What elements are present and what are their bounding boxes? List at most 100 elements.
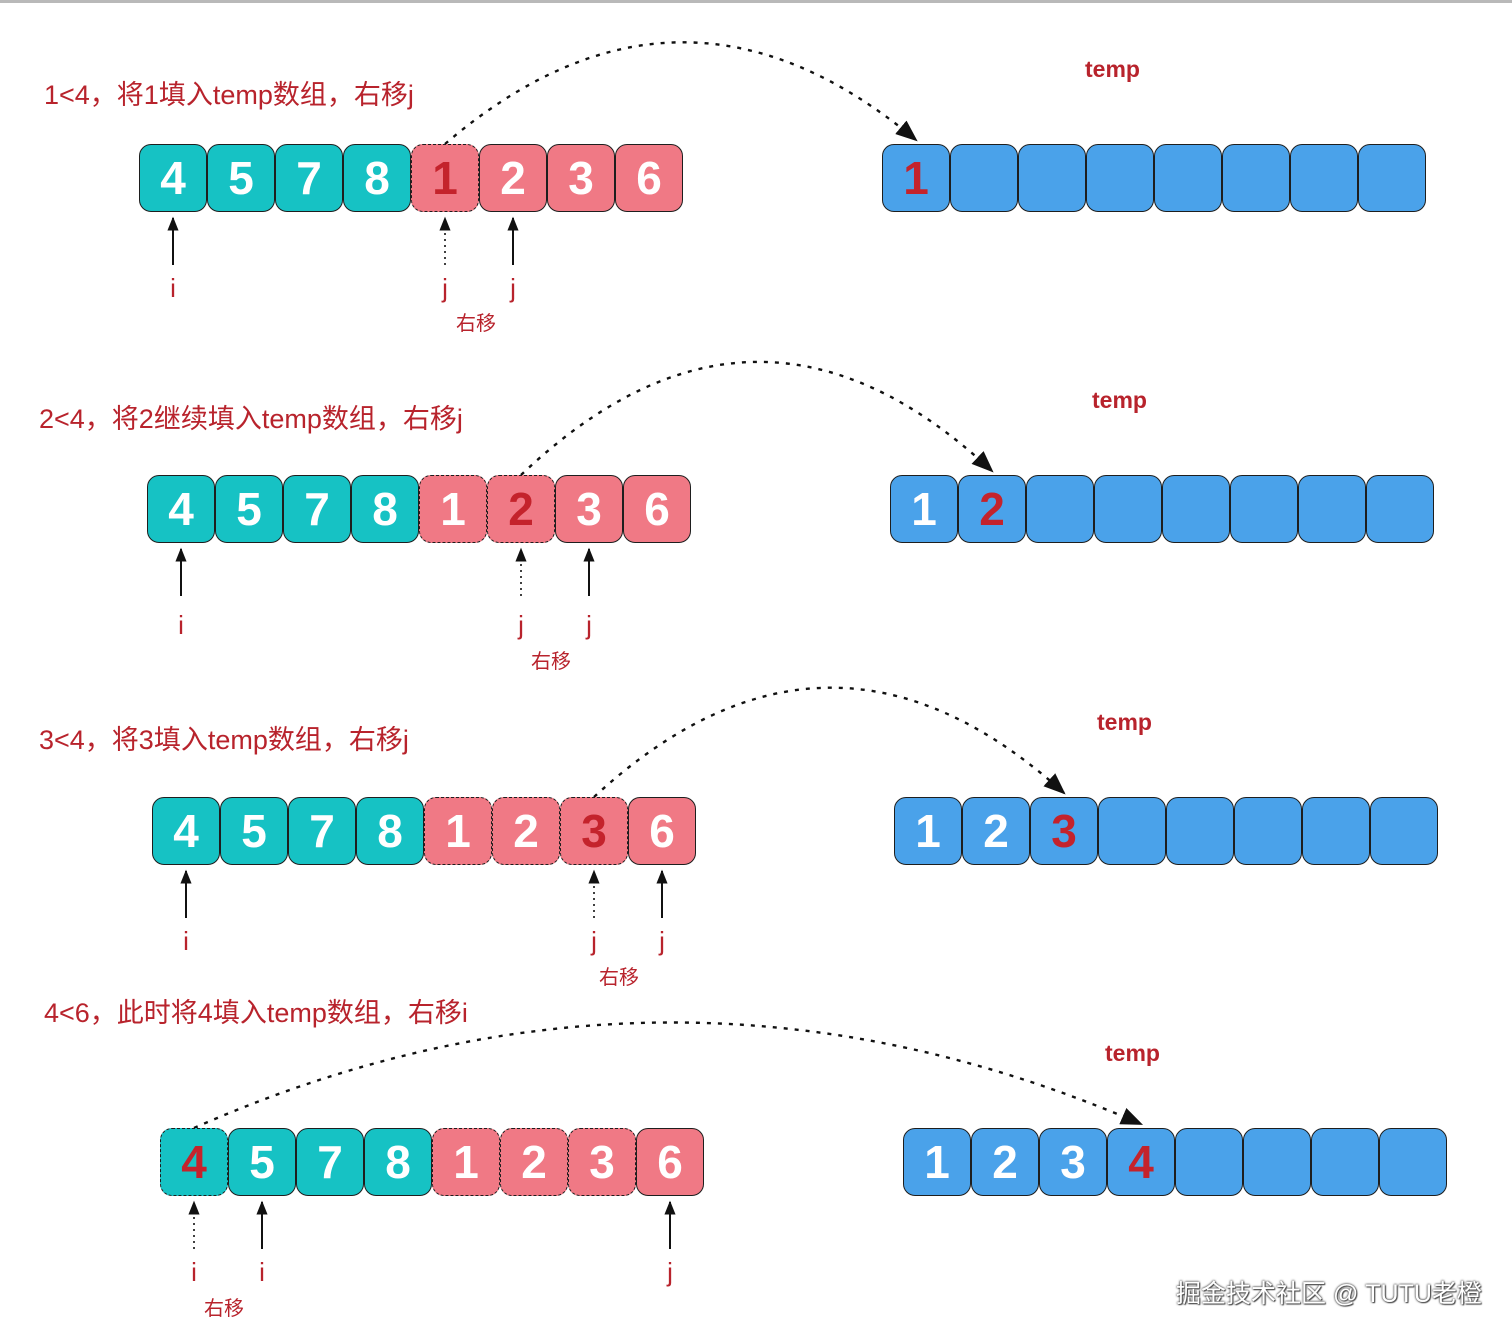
temp-cell: [1175, 1128, 1243, 1196]
array-cell: 5: [207, 144, 275, 212]
array-cell: 2: [487, 475, 555, 543]
temp-cell: [1234, 797, 1302, 865]
array-cell: 4: [147, 475, 215, 543]
shift-note: 右移: [599, 967, 639, 989]
temp-cell: [1358, 144, 1426, 212]
pointer-label-i: i: [178, 610, 184, 640]
step-caption: 2<4，将2继续填入temp数组，右移j: [39, 404, 463, 434]
watermark: 掘金技术社区 @ TUTU老橙: [1176, 1280, 1482, 1308]
temp-array: 1: [882, 144, 1426, 212]
pointer-label-j: j: [591, 926, 597, 956]
pointer-label-j: j: [667, 1257, 673, 1287]
array-cell: 6: [636, 1128, 704, 1196]
pointer-label-j: j: [586, 610, 592, 640]
array-cell: 3: [560, 797, 628, 865]
temp-cell: [1222, 144, 1290, 212]
temp-cell: [950, 144, 1018, 212]
array-cell: 7: [296, 1128, 364, 1196]
array-cell: 6: [628, 797, 696, 865]
array-cell: 1: [419, 475, 487, 543]
temp-cell: [1162, 475, 1230, 543]
array-cell: 2: [479, 144, 547, 212]
array-cell: 7: [283, 475, 351, 543]
temp-cell: 4: [1107, 1128, 1175, 1196]
pointer-label-j: j: [442, 273, 448, 303]
temp-cell: 1: [890, 475, 958, 543]
array-cell: 8: [351, 475, 419, 543]
array-cell: 5: [228, 1128, 296, 1196]
transfer-arrow: [593, 686, 1066, 798]
array-cell: 2: [500, 1128, 568, 1196]
step-caption: 4<6，此时将4填入temp数组，右移i: [44, 998, 468, 1028]
step-caption: 1<4，将1填入temp数组，右移j: [44, 80, 414, 110]
temp-cell: [1290, 144, 1358, 212]
temp-label: temp: [1085, 56, 1140, 82]
transfer-arrow: [193, 1021, 1144, 1130]
array-cell: 1: [411, 144, 479, 212]
array-cell: 4: [152, 797, 220, 865]
temp-cell: [1086, 144, 1154, 212]
array-cell: 7: [275, 144, 343, 212]
pointer-label-j: j: [659, 926, 665, 956]
pointer-label-i: i: [170, 273, 176, 303]
temp-cell: [1243, 1128, 1311, 1196]
temp-cell: [1366, 475, 1434, 543]
transfer-arrow: [520, 360, 994, 476]
array-cell: 8: [364, 1128, 432, 1196]
temp-cell: [1094, 475, 1162, 543]
temp-cell: 2: [962, 797, 1030, 865]
shift-note: 右移: [531, 651, 571, 673]
temp-cell: [1370, 797, 1438, 865]
temp-cell: 2: [971, 1128, 1039, 1196]
temp-cell: 3: [1039, 1128, 1107, 1196]
array-cell: 8: [343, 144, 411, 212]
array-cell: 6: [615, 144, 683, 212]
temp-cell: [1098, 797, 1166, 865]
temp-cell: [1154, 144, 1222, 212]
pointer-label-i: i: [191, 1257, 197, 1287]
temp-cell: [1302, 797, 1370, 865]
temp-label: temp: [1097, 709, 1152, 735]
temp-cell: [1018, 144, 1086, 212]
pointer-label-i: i: [259, 1257, 265, 1287]
shift-note: 右移: [456, 313, 496, 335]
temp-label: temp: [1092, 387, 1147, 413]
array-cell: 5: [215, 475, 283, 543]
array-cell: 3: [568, 1128, 636, 1196]
temp-cell: 1: [903, 1128, 971, 1196]
top-border: [0, 0, 1512, 3]
array-cell: 1: [432, 1128, 500, 1196]
transfer-arrow: [444, 41, 918, 145]
temp-cell: [1379, 1128, 1447, 1196]
temp-cell: 2: [958, 475, 1026, 543]
array-cell: 7: [288, 797, 356, 865]
array-cell: 3: [547, 144, 615, 212]
array-cell: 1: [424, 797, 492, 865]
temp-cell: 3: [1030, 797, 1098, 865]
temp-cell: [1298, 475, 1366, 543]
array-cell: 2: [492, 797, 560, 865]
step-caption: 3<4，将3填入temp数组，右移j: [39, 725, 409, 755]
array-cell: 8: [356, 797, 424, 865]
temp-cell: [1311, 1128, 1379, 1196]
temp-cell: 1: [894, 797, 962, 865]
array-cell: 4: [160, 1128, 228, 1196]
array-cell: 5: [220, 797, 288, 865]
pointer-label-j: j: [518, 610, 524, 640]
shift-note: 右移: [204, 1298, 244, 1320]
array-cell: 6: [623, 475, 691, 543]
pointer-label-i: i: [183, 926, 189, 956]
array-cell: 4: [139, 144, 207, 212]
temp-cell: [1230, 475, 1298, 543]
temp-cell: [1026, 475, 1094, 543]
temp-label: temp: [1105, 1040, 1160, 1066]
array-cell: 3: [555, 475, 623, 543]
temp-cell: [1166, 797, 1234, 865]
